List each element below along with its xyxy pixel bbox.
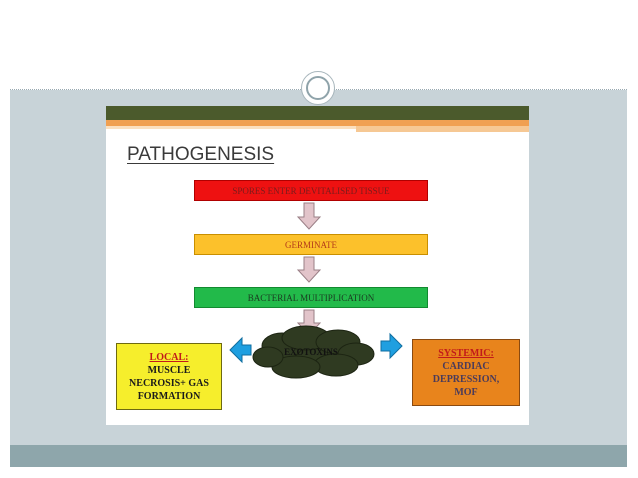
step-bacterial-multiplication: BACTERIAL MULTIPLICATION	[194, 287, 428, 308]
slide-image: PATHOGENESIS SPORES ENTER DEVITALISED TI…	[106, 106, 529, 425]
left-arrow-icon	[229, 336, 252, 364]
flow-arrows	[229, 202, 403, 379]
header-bar-dark	[106, 106, 529, 120]
exotoxins-cloud	[252, 325, 375, 379]
systemic-effects-box: SYSTEMIC: CARDIAC DEPRESSION, MOF	[412, 339, 520, 406]
footer-band	[10, 445, 627, 467]
local-effects-box: LOCAL: MUSCLE NECROSIS+ GAS FORMATION	[116, 343, 222, 410]
header-bar-peach	[356, 126, 529, 132]
step-germinate: GERMINATE	[194, 234, 428, 255]
systemic-line: DEPRESSION,	[432, 373, 500, 385]
exotoxins-label: EXOTOXINS	[284, 347, 338, 357]
local-line: MUSCLE	[147, 364, 191, 376]
local-line: NECROSIS+ GAS	[129, 377, 209, 389]
local-heading: LOCAL:	[149, 351, 189, 363]
step-spores-enter: SPORES ENTER DEVITALISED TISSUE	[194, 180, 428, 201]
header-bar-orange	[106, 120, 529, 126]
down-arrow-1-icon	[296, 202, 322, 230]
systemic-heading: SYSTEMIC:	[438, 347, 494, 359]
systemic-line: CARDIAC	[442, 360, 490, 372]
slide-title: PATHOGENESIS	[127, 144, 275, 165]
header-bar-light	[106, 126, 356, 129]
right-arrow-icon	[380, 332, 403, 360]
down-arrow-2-icon	[296, 256, 322, 283]
local-line: FORMATION	[137, 390, 201, 402]
circle-ornament-icon	[301, 71, 335, 105]
systemic-line: MOF	[454, 386, 478, 398]
